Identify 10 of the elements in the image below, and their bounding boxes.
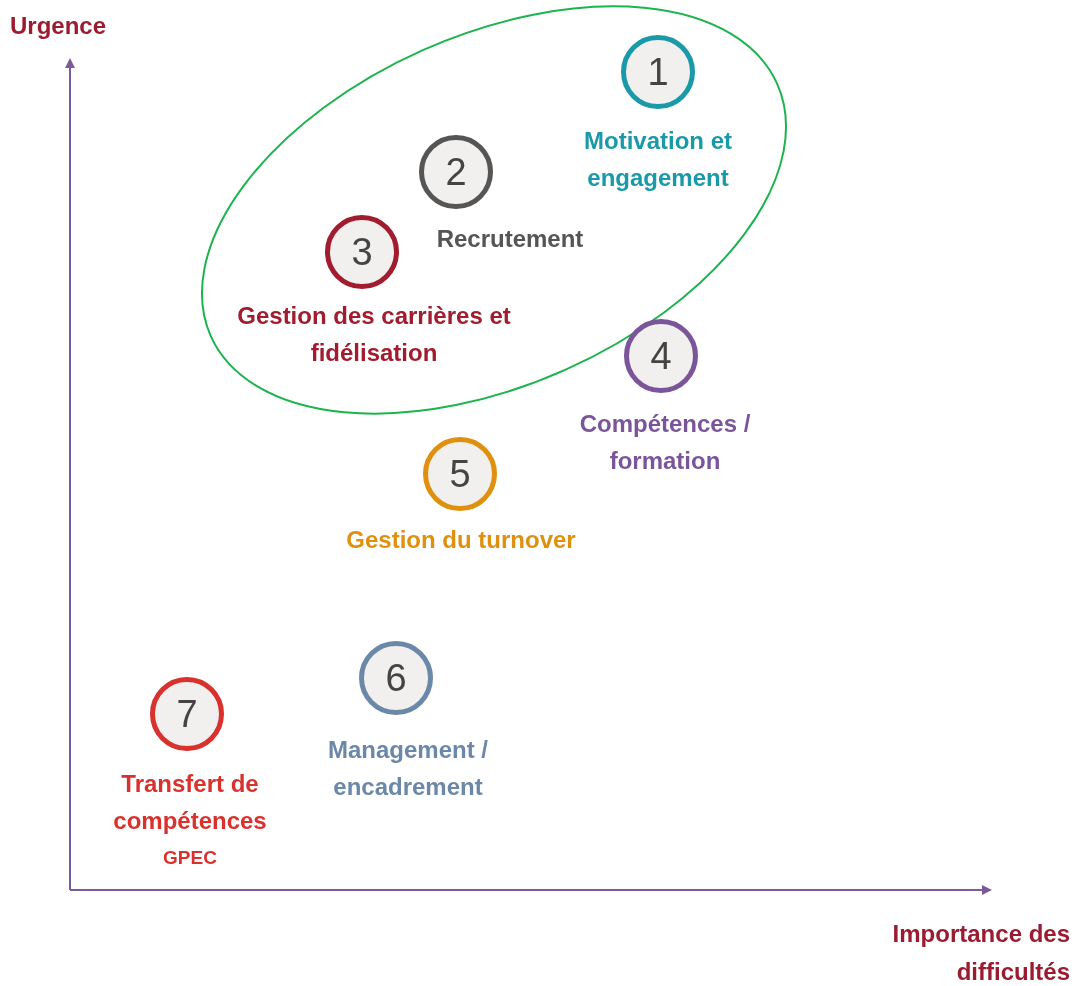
topic-label: Motivation et engagement [583,126,733,194]
topic-label: Gestion des carrières et fidélisation [236,301,512,369]
axis-label: Urgence [10,11,107,41]
topic-label: Management / encadrement [327,735,489,803]
topic-label: Transfert de compétences [112,769,268,837]
topic-label: Recrutement [435,224,585,254]
axis-label: Importance des difficultés [891,919,1070,986]
topic-label: GPEC [162,846,218,870]
topic-label: Gestion du turnover [345,525,577,555]
topic-label: Compétences / formation [578,409,752,477]
